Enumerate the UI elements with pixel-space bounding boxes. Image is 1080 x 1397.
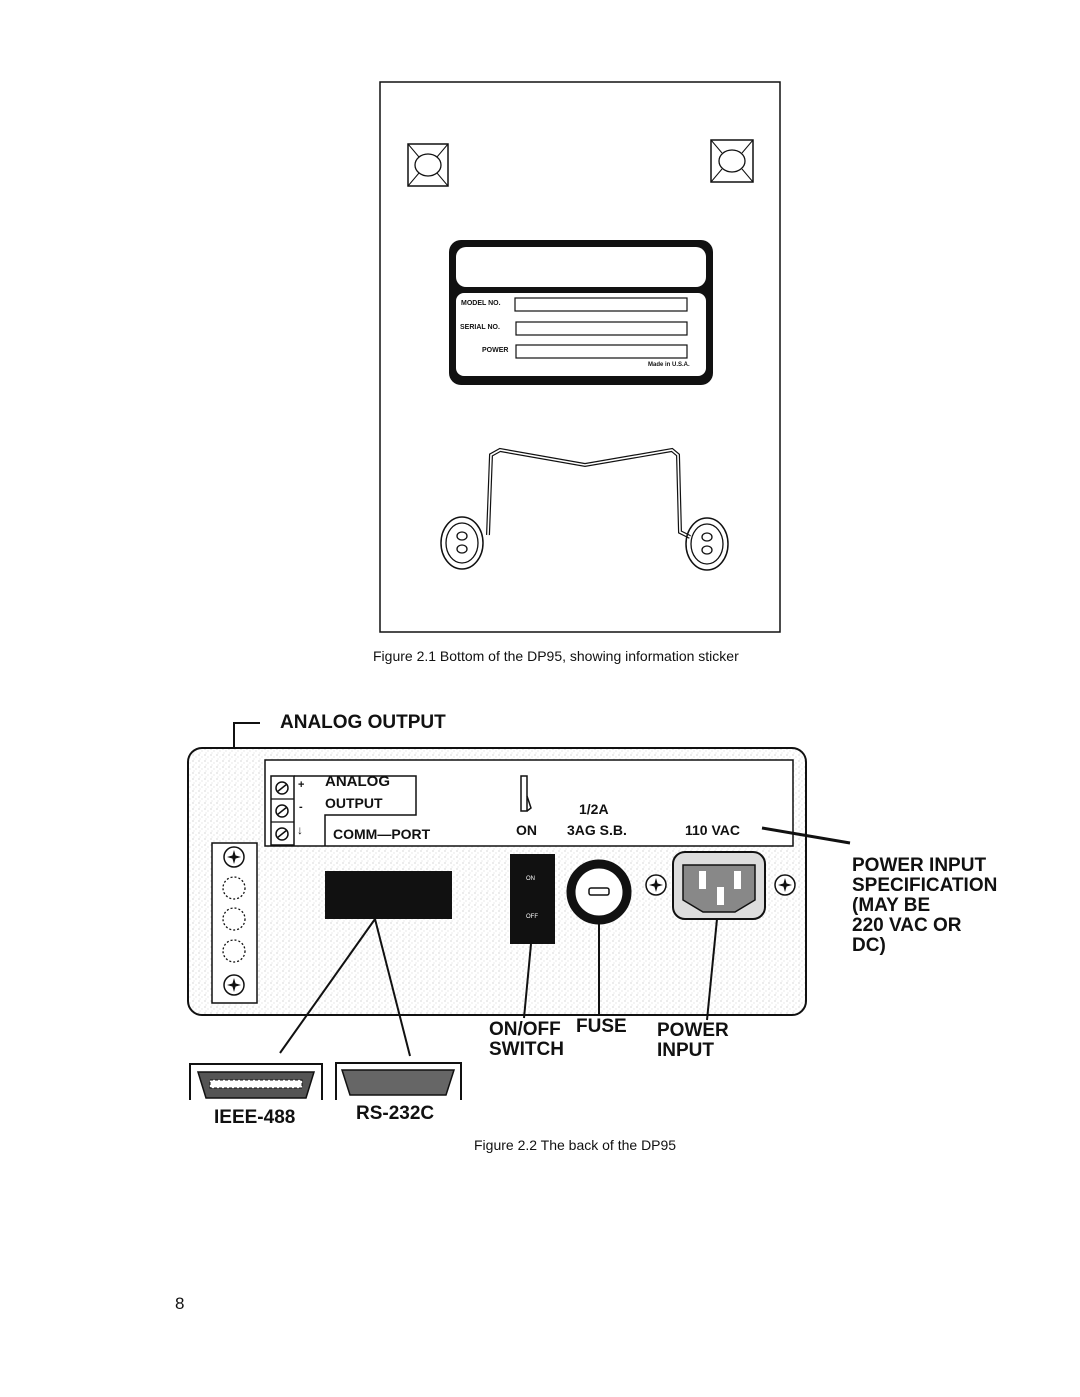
onoff-switch-callout: ON/OFF SWITCH <box>489 1020 564 1060</box>
power-spec-leader <box>761 826 851 845</box>
terminal-sign-ground: ↓ <box>297 823 303 837</box>
power-spec-callout: POWER INPUT SPECIFICATION (MAY BE 220 VA… <box>852 856 997 956</box>
bail-mount-left <box>440 516 484 570</box>
power-spec-line: POWER INPUT <box>852 855 987 876</box>
mount-screw-icon <box>223 846 245 868</box>
switch-symbol-icon <box>520 775 532 812</box>
onoff-switch-line: ON/OFF <box>489 1019 561 1040</box>
figure-2-1-caption: Figure 2.1 Bottom of the DP95, showing i… <box>373 648 739 664</box>
fuse-holder-icon <box>566 859 632 925</box>
ieee-leader <box>279 918 376 1054</box>
power-input-line: INPUT <box>657 1040 714 1061</box>
power-input-line: POWER <box>657 1020 729 1041</box>
power-inlet-connector <box>672 851 766 920</box>
mount-screw-icon <box>223 974 245 996</box>
sticker-label-power: POWER <box>482 347 509 354</box>
rs-232c-connector <box>335 1062 462 1100</box>
device-bottom-outline <box>379 81 781 633</box>
terminal-sign-minus: - <box>299 801 303 813</box>
rubber-foot-right <box>710 139 754 183</box>
power-rocker-switch <box>510 854 555 944</box>
power-spec-line: DC) <box>852 935 886 956</box>
power-spec-line: 220 VAC OR <box>852 915 962 936</box>
panel-switch-on-label: ON <box>516 822 537 838</box>
sticker-origin: Made in U.S.A. <box>648 362 690 368</box>
panel-analog-label-1: ANALOG <box>325 773 390 790</box>
panel-voltage-label: 110 VAC <box>685 822 740 838</box>
comm-port-opening <box>325 871 452 919</box>
information-sticker <box>449 240 713 385</box>
panel-comm-port-label: COMM—PORT <box>333 826 431 842</box>
figure-2-1-drawing <box>379 81 781 633</box>
figure-2-2-caption: Figure 2.2 The back of the DP95 <box>474 1137 677 1153</box>
analog-output-callout: ANALOG OUTPUT <box>280 712 446 733</box>
mount-screw-icon <box>774 874 796 896</box>
switch-leader <box>523 943 532 1019</box>
terminal-sign-plus: + <box>298 779 305 791</box>
rs232-leader <box>374 918 411 1057</box>
onoff-switch-line: SWITCH <box>489 1039 564 1060</box>
model-no-field <box>514 297 688 312</box>
mount-screw-icon <box>645 874 667 896</box>
power-spec-line: (MAY BE <box>852 895 931 916</box>
power-spec-line: SPECIFICATION <box>852 875 998 896</box>
serial-no-field <box>515 321 688 336</box>
bail-mount-right <box>685 517 729 571</box>
power-input-leader <box>706 918 718 1021</box>
figure-2-2-drawing <box>187 722 851 1100</box>
tilt-bail-wire <box>486 447 691 539</box>
rocker-off-label: OFF <box>526 914 538 920</box>
power-input-callout: POWER INPUT <box>657 1021 729 1061</box>
panel-fuse-rating-2: 3AG S.B. <box>567 822 627 838</box>
panel-analog-label-2: OUTPUT <box>325 795 383 811</box>
rs-232c-label: RS-232C <box>356 1103 435 1124</box>
rocker-on-label: ON <box>526 876 535 882</box>
power-field <box>515 344 688 359</box>
sticker-label-model: MODEL NO. <box>461 300 501 307</box>
rubber-foot-left <box>407 143 449 187</box>
sticker-label-serial: SERIAL NO. <box>460 324 500 331</box>
fuse-callout: FUSE <box>576 1016 627 1037</box>
page-number: 8 <box>175 1294 185 1313</box>
analog-terminal-block <box>270 775 295 846</box>
panel-fuse-rating-1: 1/2A <box>579 801 609 817</box>
ieee-488-label: IEEE-488 <box>214 1107 296 1128</box>
ieee-488-connector <box>189 1063 323 1100</box>
